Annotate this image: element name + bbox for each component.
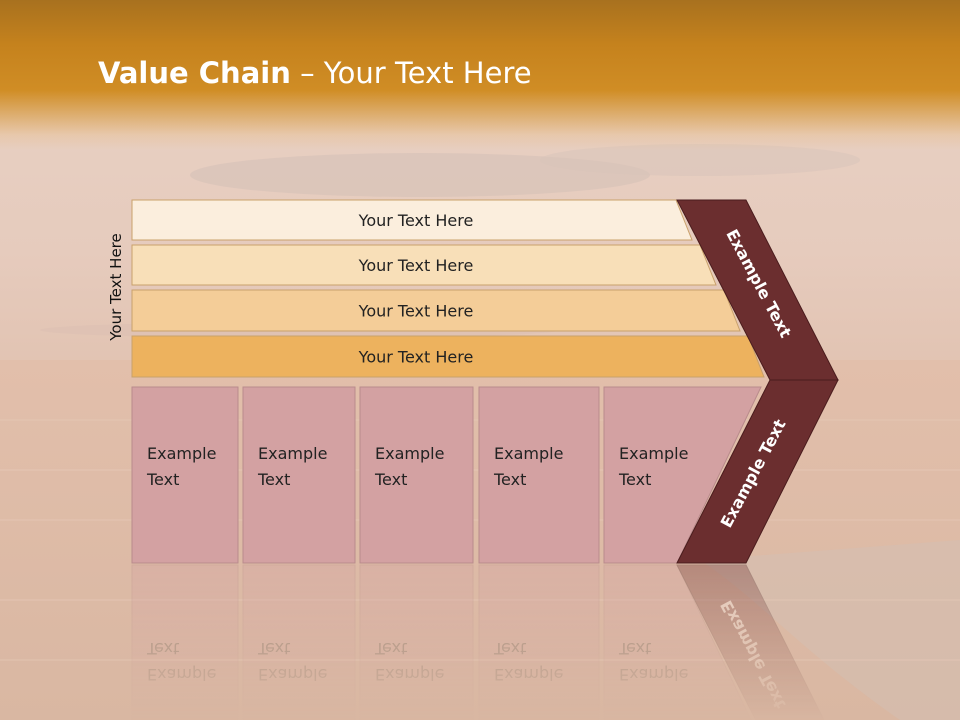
value-bar-label-4: Your Text Here <box>358 348 474 367</box>
value-bar-3 <box>131 289 741 332</box>
column-label-1-line1: Example <box>147 444 216 463</box>
value-bar-label-1: Your Text Here <box>358 211 474 230</box>
reflection-column-label-3-line1: Example <box>375 665 444 684</box>
reflection-column-label-5-line1: Example <box>619 665 688 684</box>
title-bold: Value Chain <box>98 56 291 90</box>
reflection-chevron-lower <box>676 564 825 720</box>
slide-title: Value Chain – Your Text Here <box>98 56 532 90</box>
column-2 <box>242 386 356 564</box>
column-label-4-line2: Text <box>493 470 526 489</box>
title-rest: – Your Text Here <box>290 56 532 90</box>
title-band <box>0 0 960 150</box>
reflection-column-label-1-line2: Text <box>146 639 179 658</box>
column-label-2-line1: Example <box>258 444 327 463</box>
column-1 <box>131 386 239 564</box>
reflection-column-label-4-line2: Text <box>493 639 526 658</box>
reflection-column-label-5-line2: Text <box>618 639 651 658</box>
reflection-column-2 <box>242 564 356 720</box>
reflection-column-label-4-line1: Example <box>494 665 563 684</box>
column-label-3-line2: Text <box>374 470 407 489</box>
column-label-1-line2: Text <box>146 470 179 489</box>
value-bar-2 <box>131 244 717 286</box>
column-3 <box>359 386 474 564</box>
reflection-column-4 <box>478 564 600 720</box>
value-bar-4 <box>131 335 765 378</box>
value-bar-1 <box>131 199 693 241</box>
column-4 <box>478 386 600 564</box>
column-label-5-line2: Text <box>618 470 651 489</box>
reflection-column-label-2-line1: Example <box>258 665 327 684</box>
reflection-column-label-2-line2: Text <box>257 639 290 658</box>
chevron-lower <box>676 379 839 564</box>
column-label-2-line2: Text <box>257 470 290 489</box>
reflection-column-label-1-line1: Example <box>147 665 216 684</box>
reflection-column-1 <box>131 564 239 720</box>
column-label-5-line1: Example <box>619 444 688 463</box>
reflection-column-label-3-line2: Text <box>374 639 407 658</box>
column-label-3-line1: Example <box>375 444 444 463</box>
reflection-column-3 <box>359 564 474 720</box>
value-bar-label-3: Your Text Here <box>358 302 474 321</box>
value-bar-label-2: Your Text Here <box>358 256 474 275</box>
column-label-4-line1: Example <box>494 444 563 463</box>
